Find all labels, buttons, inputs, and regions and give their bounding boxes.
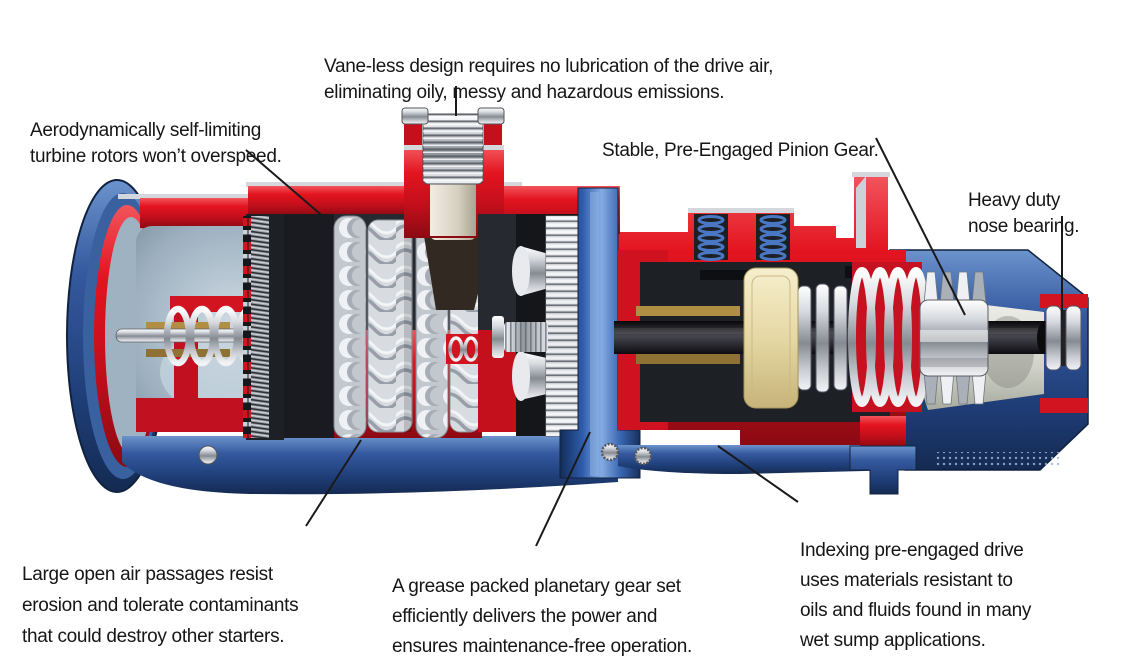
callout-vaneless-design: Vane-less design requires no lubrication…: [324, 28, 773, 106]
callout-air-passages: Large open air passages resist erosion a…: [22, 528, 299, 652]
drive-spring: [848, 267, 930, 407]
callout-air-passages-text: Large open air passages resist erosion a…: [22, 564, 299, 647]
callout-nose-bearing-text: Heavy duty nose bearing.: [968, 190, 1080, 237]
planetary-gear-set: [492, 214, 616, 437]
callout-planetary-gear: A grease packed planetary gear set effic…: [392, 542, 692, 660]
governor-gear-disc: [243, 214, 334, 440]
callout-turbine-rotors: Aerodynamically self-limiting turbine ro…: [30, 92, 282, 170]
indexing-springs: [697, 215, 787, 261]
nylon-indexing-ring: [743, 267, 799, 409]
housing-bottom-shell: [122, 436, 618, 495]
gearcase-bottom-shell: [618, 445, 905, 474]
mounting-foot: [849, 416, 917, 495]
case-bolt: [198, 445, 218, 465]
leader-planetary: [535, 431, 591, 547]
case-bolt: [600, 442, 620, 462]
callout-nose-bearing: Heavy duty nose bearing.: [968, 162, 1080, 240]
nose-bearing: [1037, 294, 1088, 413]
callout-indexing-drive: Indexing pre-engaged drive uses material…: [800, 506, 1031, 656]
air-inlet: [401, 107, 505, 310]
leader-pinion: [875, 137, 966, 316]
pinion-gear: [919, 271, 989, 405]
callout-pinion-gear: Stable, Pre-Engaged Pinion Gear.: [602, 112, 879, 164]
inlet-threads: [422, 113, 484, 185]
leader-air-passages: [305, 439, 362, 527]
callout-pinion-text: Stable, Pre-Engaged Pinion Gear.: [602, 140, 879, 161]
callout-turbine-text: Aerodynamically self-limiting turbine ro…: [30, 120, 282, 167]
callout-vaneless-text: Vane-less design requires no lubrication…: [324, 56, 774, 103]
callout-planetary-text: A grease packed planetary gear set effic…: [392, 576, 693, 657]
leader-turbine: [245, 149, 334, 226]
callout-indexing-text: Indexing pre-engaged drive uses material…: [800, 540, 1032, 651]
case-bolt: [633, 446, 653, 466]
leader-indexing: [717, 445, 799, 503]
